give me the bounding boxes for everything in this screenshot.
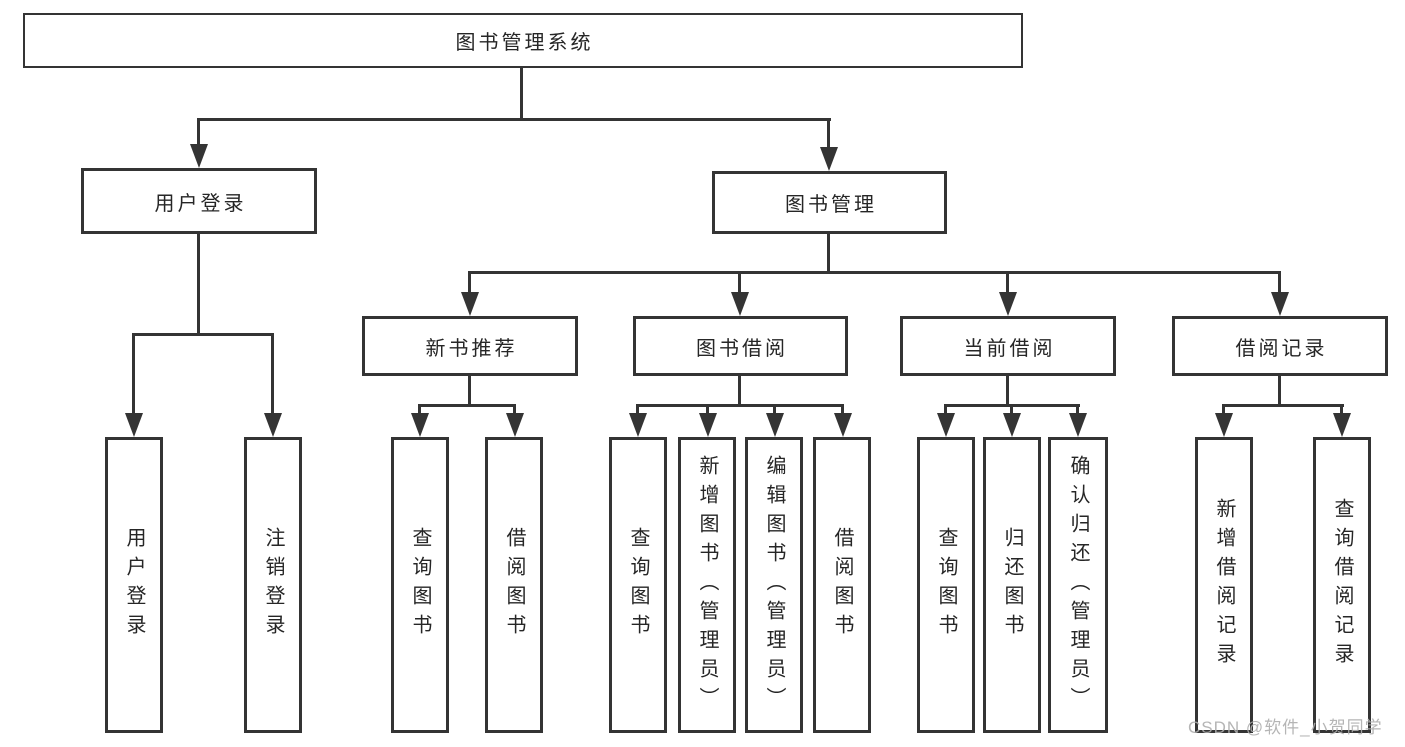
leaf-query-borrow-record: 查询借阅记录 bbox=[1313, 437, 1371, 733]
connector-new-book-rail bbox=[418, 404, 516, 407]
connector-book-management-rail bbox=[468, 271, 1281, 274]
connector-user-login-stem bbox=[197, 233, 200, 335]
node-current-borrow: 当前借阅 bbox=[900, 316, 1116, 376]
connector-current-borrow-stem bbox=[1006, 375, 1009, 407]
connector-drop-return-book bbox=[1010, 404, 1013, 416]
arrow-into-user-login bbox=[190, 144, 208, 168]
connector-drop-borrow-book-2 bbox=[841, 404, 844, 416]
connector-book-management-stem bbox=[827, 233, 830, 273]
node-borrow-records: 借阅记录 bbox=[1172, 316, 1388, 376]
connector-drop-book-borrow bbox=[738, 271, 741, 295]
connector-drop-current-borrow bbox=[1006, 271, 1009, 295]
connector-drop-leaf-logout bbox=[271, 333, 274, 415]
leaf-query-book-3: 查询图书 bbox=[917, 437, 975, 733]
leaf-edit-book-admin: 编辑图书（管理员） bbox=[745, 437, 803, 733]
arrow-into-book-management bbox=[820, 147, 838, 171]
leaf-add-borrow-record: 新增借阅记录 bbox=[1195, 437, 1253, 733]
connector-drop-book-management bbox=[827, 118, 830, 149]
connector-drop-query-book-2 bbox=[636, 404, 639, 416]
csdn-watermark: CSDN @软件_小贺同学 bbox=[1188, 718, 1383, 737]
connector-root-stem bbox=[520, 67, 523, 120]
arrow-into-leaf-user-login bbox=[125, 413, 143, 437]
connector-borrow-records-rail bbox=[1222, 404, 1344, 407]
connector-borrow-records-stem bbox=[1278, 375, 1281, 407]
arrow-into-new-book-recommend bbox=[461, 292, 479, 316]
connector-book-borrow-rail bbox=[636, 404, 844, 407]
connector-drop-borrow-book-1 bbox=[513, 404, 516, 416]
connector-drop-confirm-return bbox=[1076, 404, 1079, 416]
node-book-borrow: 图书借阅 bbox=[633, 316, 848, 376]
leaf-query-book-1: 查询图书 bbox=[391, 437, 449, 733]
connector-book-borrow-stem bbox=[738, 375, 741, 407]
connector-drop-add-book bbox=[706, 404, 709, 416]
leaf-user-login: 用户登录 bbox=[105, 437, 163, 733]
arrow-into-confirm-return bbox=[1069, 413, 1087, 437]
leaf-borrow-book-1: 借阅图书 bbox=[485, 437, 543, 733]
connector-root-rail bbox=[197, 118, 831, 121]
leaf-query-book-2: 查询图书 bbox=[609, 437, 667, 733]
connector-drop-edit-book bbox=[773, 404, 776, 416]
arrow-into-current-borrow bbox=[999, 292, 1017, 316]
arrow-into-query-book-1 bbox=[411, 413, 429, 437]
arrow-into-add-book bbox=[699, 413, 717, 437]
arrow-into-return-book bbox=[1003, 413, 1021, 437]
connector-new-book-stem bbox=[468, 375, 471, 407]
arrow-into-borrow-book-2 bbox=[834, 413, 852, 437]
connector-drop-borrow-records bbox=[1278, 271, 1281, 295]
node-new-book-recommend: 新书推荐 bbox=[362, 316, 578, 376]
node-book-management: 图书管理 bbox=[712, 171, 947, 234]
arrow-into-borrow-records bbox=[1271, 292, 1289, 316]
arrow-into-query-book-2 bbox=[629, 413, 647, 437]
connector-drop-new-book-recommend bbox=[468, 271, 471, 295]
arrow-into-add-record bbox=[1215, 413, 1233, 437]
connector-drop-query-record bbox=[1340, 404, 1343, 416]
connector-drop-query-book-1 bbox=[418, 404, 421, 416]
node-user-login: 用户登录 bbox=[81, 168, 317, 234]
leaf-logout: 注销登录 bbox=[244, 437, 302, 733]
connector-drop-leaf-user-login bbox=[132, 333, 135, 415]
arrow-into-query-record bbox=[1333, 413, 1351, 437]
arrow-into-leaf-logout bbox=[264, 413, 282, 437]
leaf-confirm-return-admin: 确认归还（管理员） bbox=[1048, 437, 1108, 733]
connector-user-login-rail bbox=[132, 333, 274, 336]
leaf-borrow-book-2: 借阅图书 bbox=[813, 437, 871, 733]
connector-drop-add-record bbox=[1222, 404, 1225, 416]
arrow-into-query-book-3 bbox=[937, 413, 955, 437]
arrow-into-edit-book bbox=[766, 413, 784, 437]
leaf-return-book: 归还图书 bbox=[983, 437, 1041, 733]
leaf-add-book-admin: 新增图书（管理员） bbox=[678, 437, 736, 733]
connector-drop-query-book-3 bbox=[944, 404, 947, 416]
connector-drop-user-login bbox=[197, 118, 200, 148]
arrow-into-book-borrow bbox=[731, 292, 749, 316]
arrow-into-borrow-book-1 bbox=[506, 413, 524, 437]
node-library-management-system: 图书管理系统 bbox=[23, 13, 1023, 68]
